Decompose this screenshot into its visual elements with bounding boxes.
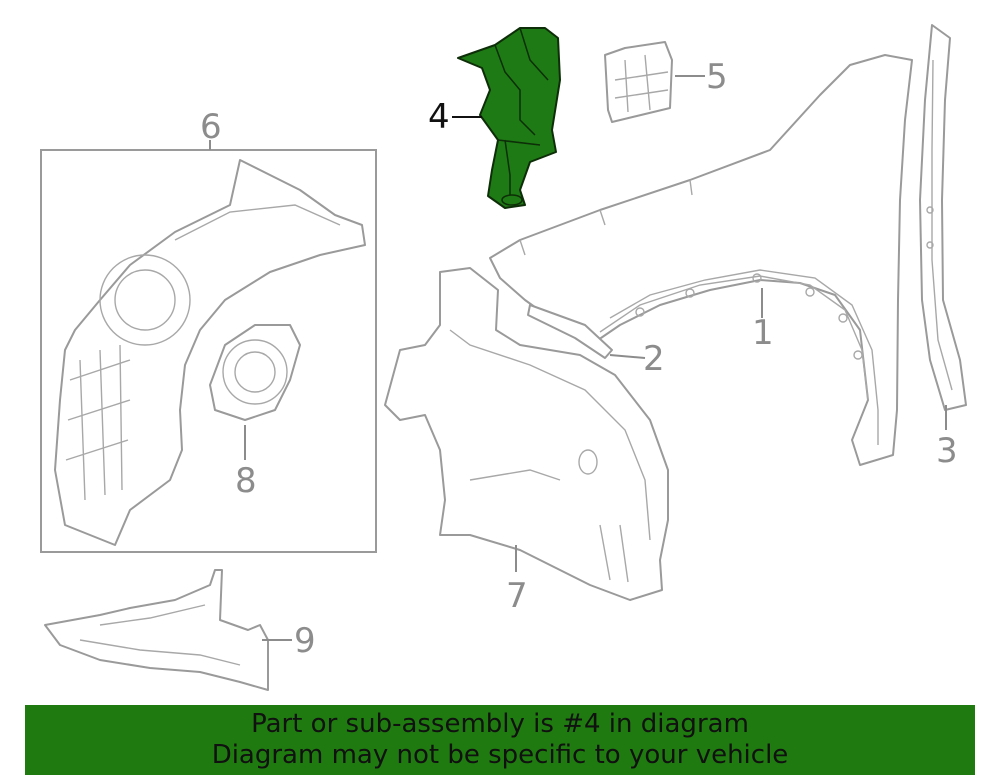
footer-line-1: Part or sub-assembly is #4 in diagram bbox=[251, 709, 749, 739]
callout-1: 1 bbox=[752, 313, 774, 353]
callout-5: 5 bbox=[706, 57, 728, 97]
part-9-splash-shield bbox=[44, 569, 269, 691]
callout-8: 8 bbox=[235, 461, 257, 501]
part-6-wheel-liner-group bbox=[40, 149, 377, 553]
callout-9: 9 bbox=[294, 621, 316, 661]
callout-4: 4 bbox=[428, 97, 450, 137]
part-8-round-cover bbox=[209, 324, 301, 421]
part-3-seal bbox=[919, 24, 967, 411]
footer-line-2: Diagram may not be specific to your vehi… bbox=[211, 740, 789, 770]
part-1-fender bbox=[489, 54, 913, 466]
part-5-bracket bbox=[604, 41, 673, 123]
callout-6: 6 bbox=[200, 107, 222, 147]
leader-2 bbox=[609, 354, 646, 359]
part-4-bracket-highlighted bbox=[457, 27, 561, 209]
callout-3: 3 bbox=[936, 431, 958, 471]
callout-2: 2 bbox=[643, 339, 665, 379]
parts-diagram: 1 2 3 4 5 6 7 8 9 bbox=[40, 24, 967, 691]
part-7-inner-liner bbox=[384, 267, 669, 601]
callout-7: 7 bbox=[506, 576, 528, 616]
part-2-strip bbox=[527, 304, 613, 359]
footer-banner: Part or sub-assembly is #4 in diagram Di… bbox=[25, 705, 975, 775]
